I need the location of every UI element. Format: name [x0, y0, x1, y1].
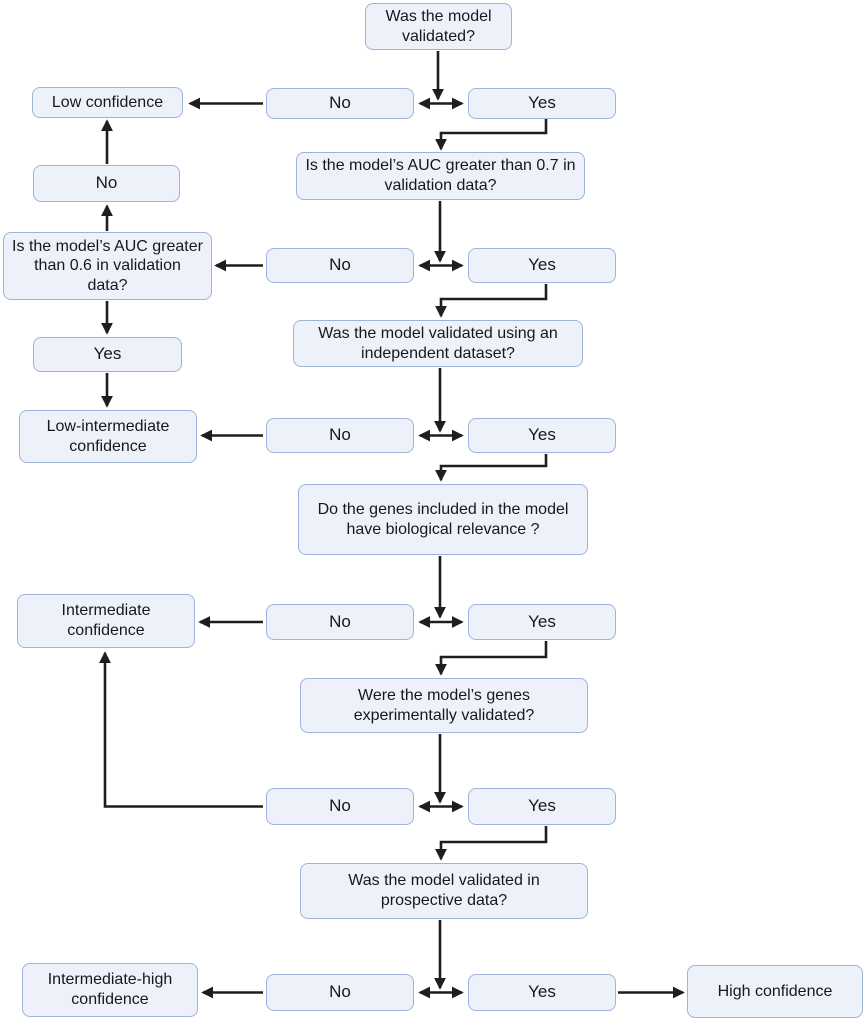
node-label: No [95, 173, 118, 193]
node-label: High confidence [717, 982, 833, 1000]
node-label: Low-intermediate confidence [46, 417, 170, 455]
node-outcome-intermediate-high-confidence: Intermediate-high confidence [22, 963, 198, 1017]
node-question-independent-dataset: Was the model validated using an indepen… [293, 320, 583, 367]
node-answer-yes-1: Yes [468, 88, 616, 119]
node-label: Do the genes included in the model have … [317, 500, 569, 538]
node-answer-no-1: No [266, 88, 414, 119]
node-label: Yes [93, 344, 122, 364]
node-outcome-low-intermediate-confidence: Low-intermediate confidence [19, 410, 197, 463]
node-question-auc-06: Is the model’s AUC greater than 0.6 in v… [3, 232, 212, 300]
node-label: Were the model’s genes experimentally va… [353, 686, 535, 724]
node-label: Yes [528, 796, 556, 816]
node-label: Is the model’s AUC greater than 0.6 in v… [12, 237, 203, 294]
node-answer-no-6: No [266, 974, 414, 1011]
node-answer-yes-4: Yes [468, 604, 616, 640]
node-outcome-intermediate-confidence: Intermediate confidence [17, 594, 195, 648]
edge-yes4-to-q5 [435, 641, 548, 676]
node-label: Yes [528, 255, 556, 275]
node-label: No [329, 255, 351, 275]
node-label: Yes [528, 93, 556, 113]
edge-no5-to-int [99, 651, 263, 808]
edge-yes1-to-q2 [435, 119, 548, 151]
node-label: Yes [528, 425, 556, 445]
node-label: No [329, 796, 351, 816]
node-question-prospective-data: Was the model validated in prospective d… [300, 863, 588, 919]
node-label: Was the model validated in prospective d… [348, 872, 540, 909]
node-answer-no-4: No [266, 604, 414, 640]
node-label: Is the model’s AUC greater than 0.7 in v… [305, 157, 576, 194]
node-answer-yes-left: Yes [33, 337, 182, 372]
edge-yes3-to-q4 [435, 454, 548, 482]
node-label: Was the model validated? [385, 7, 492, 45]
node-answer-yes-5: Yes [468, 788, 616, 825]
node-answer-no-2: No [266, 248, 414, 283]
edge-yes5-to-q6 [435, 826, 548, 861]
node-label: Was the model validated using an indepen… [318, 324, 558, 362]
node-question-biological-relevance: Do the genes included in the model have … [298, 484, 588, 555]
node-question-auc-07: Is the model’s AUC greater than 0.7 in v… [296, 152, 585, 200]
node-question-experimentally-validated: Were the model’s genes experimentally va… [300, 678, 588, 733]
node-outcome-high-confidence: High confidence [687, 965, 863, 1018]
node-answer-yes-6: Yes [468, 974, 616, 1011]
node-answer-yes-3: Yes [468, 418, 616, 453]
node-label: Low confidence [51, 93, 164, 111]
node-label: Intermediate-high confidence [47, 971, 173, 1008]
node-answer-yes-2: Yes [468, 248, 616, 283]
node-outcome-low-confidence: Low confidence [32, 87, 183, 118]
node-label: Yes [528, 611, 556, 631]
node-answer-no-3: No [266, 418, 414, 453]
node-label: No [329, 93, 351, 113]
edge-yes2-to-q3 [435, 284, 548, 318]
node-label: No [329, 982, 351, 1002]
node-answer-no-5: No [266, 788, 414, 825]
node-label: No [329, 425, 351, 445]
node-label: Yes [528, 982, 556, 1002]
node-label: Intermediate confidence [61, 602, 151, 639]
node-question-was-model-validated: Was the model validated? [365, 3, 512, 50]
node-answer-no-left: No [33, 165, 180, 202]
node-label: No [329, 611, 351, 631]
